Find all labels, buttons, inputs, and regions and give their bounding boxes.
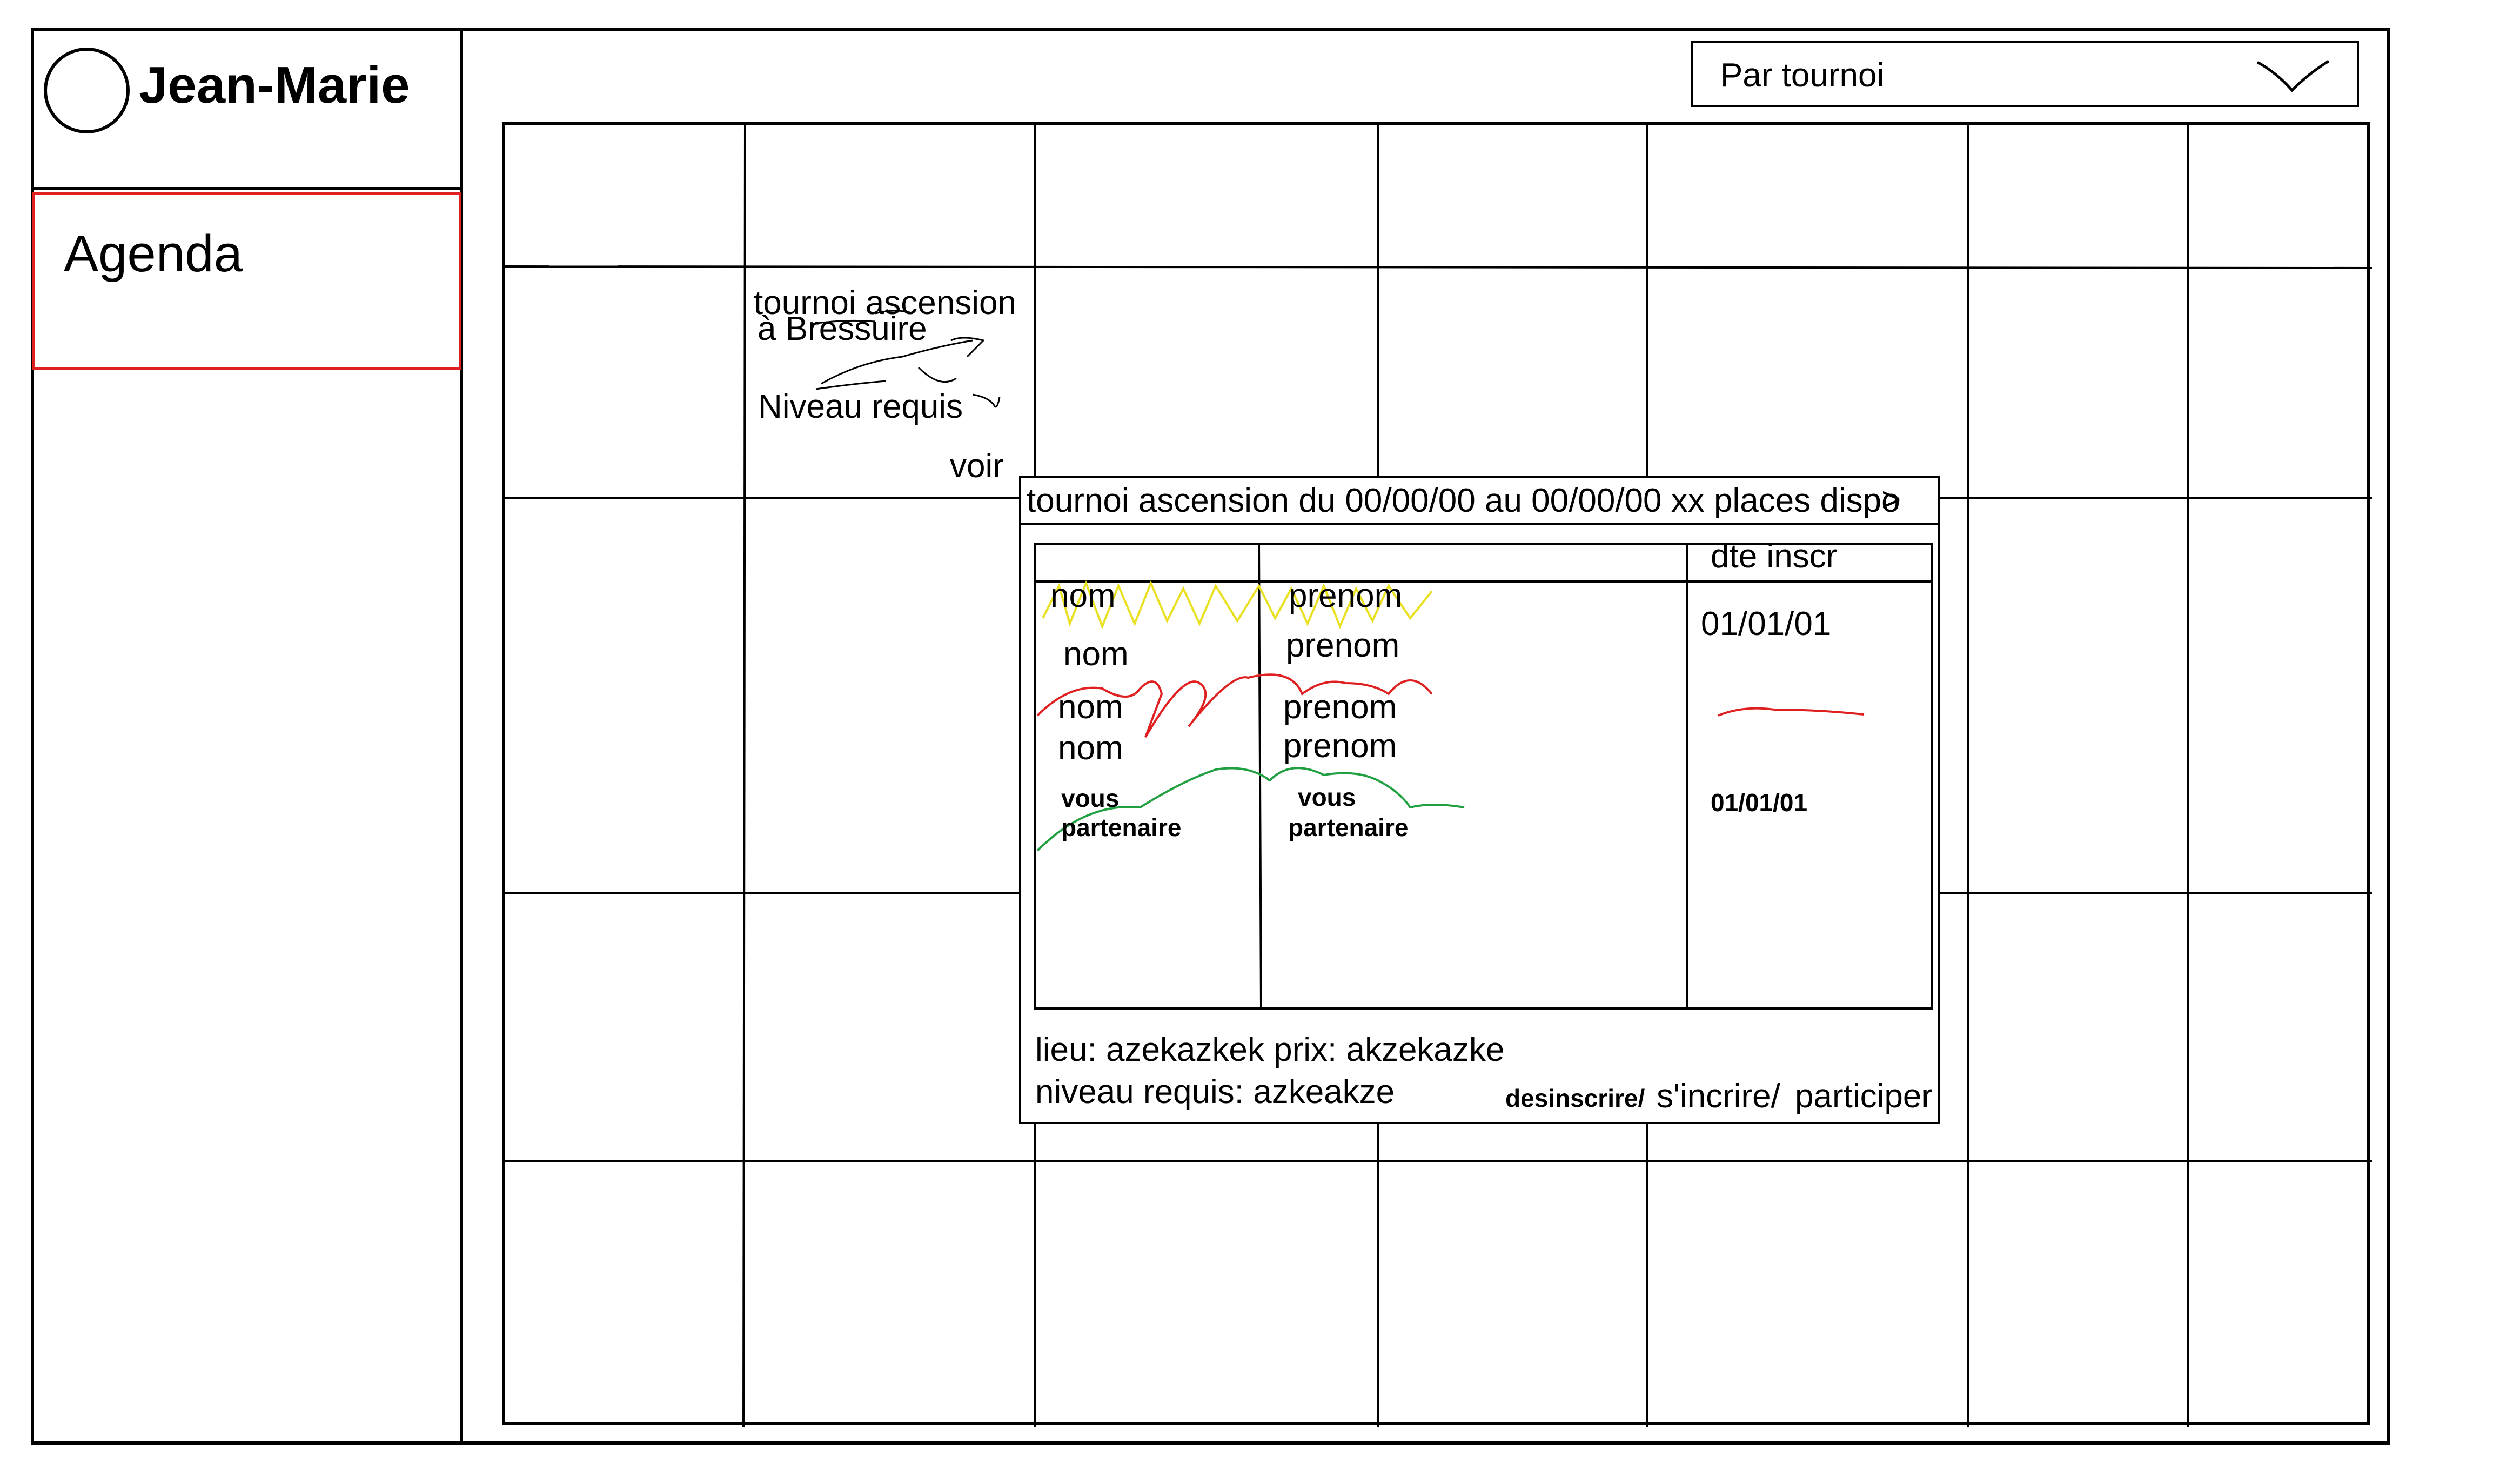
profile-header [31,28,463,190]
registration-date: 01/01/01 [1701,605,1832,643]
self-prenom: vous [1298,783,1356,811]
participant-prenom: prenom [1289,577,1403,614]
tournament-popup: tournoi ascension du 00/00/00 au 00/00/0… [1019,476,1940,1124]
partner-nom: partenaire [1061,813,1182,841]
popup-title: tournoi ascension du 00/00/00 au 00/00/0… [1027,484,1900,518]
participant-prenom: prenom [1283,727,1397,765]
close-icon[interactable]: > [1881,481,1901,518]
filter-select[interactable]: Par tournoi [1691,41,2359,107]
participant-prenom: prenom [1286,627,1400,664]
popup-niveau: niveau requis: azkeakze [1035,1073,1395,1111]
app-frame [31,28,2390,1445]
calendar-grid-lines [505,125,2372,1427]
sinscrire-link[interactable]: s'incrire/ [1657,1078,1780,1115]
popup-lieu-prix: lieu: azekazkek prix: akzekazke [1035,1031,1505,1068]
column-header-date: dte inscr [1711,538,1838,575]
user-name: Jean-Marie [139,56,410,114]
event-location: à Bressuire [758,310,927,347]
filter-select-value: Par tournoi [1720,57,1885,94]
participant-nom: nom [1063,636,1129,673]
sidebar-item-agenda[interactable]: Agenda [32,192,461,370]
scribble-mark [810,310,1001,408]
self-nom: vous [1061,784,1120,812]
avatar[interactable] [44,48,130,133]
desinscrire-link[interactable]: desinscrire/ [1505,1084,1645,1112]
participant-nom: nom [1058,730,1123,767]
sidebar-item-label: Agenda [64,225,243,283]
event-view-link[interactable]: voir [950,447,1004,485]
popup-header: tournoi ascension du 00/00/00 au 00/00/0… [1021,478,1938,525]
event-title: tournoi ascension [754,284,1016,322]
partner-prenom: partenaire [1288,813,1409,841]
registration-date: 01/01/01 [1711,788,1808,817]
participant-nom: nom [1050,577,1116,614]
calendar-grid [502,122,2372,1427]
event-level: Niveau requis [758,388,963,425]
participant-prenom: prenom [1283,689,1397,726]
participants-table-lines [1034,543,1933,1010]
sidebar [31,28,463,1445]
chevron-down-icon [2256,59,2330,92]
participant-nom: nom [1058,689,1123,726]
participer-link[interactable]: participer [1795,1078,1933,1115]
